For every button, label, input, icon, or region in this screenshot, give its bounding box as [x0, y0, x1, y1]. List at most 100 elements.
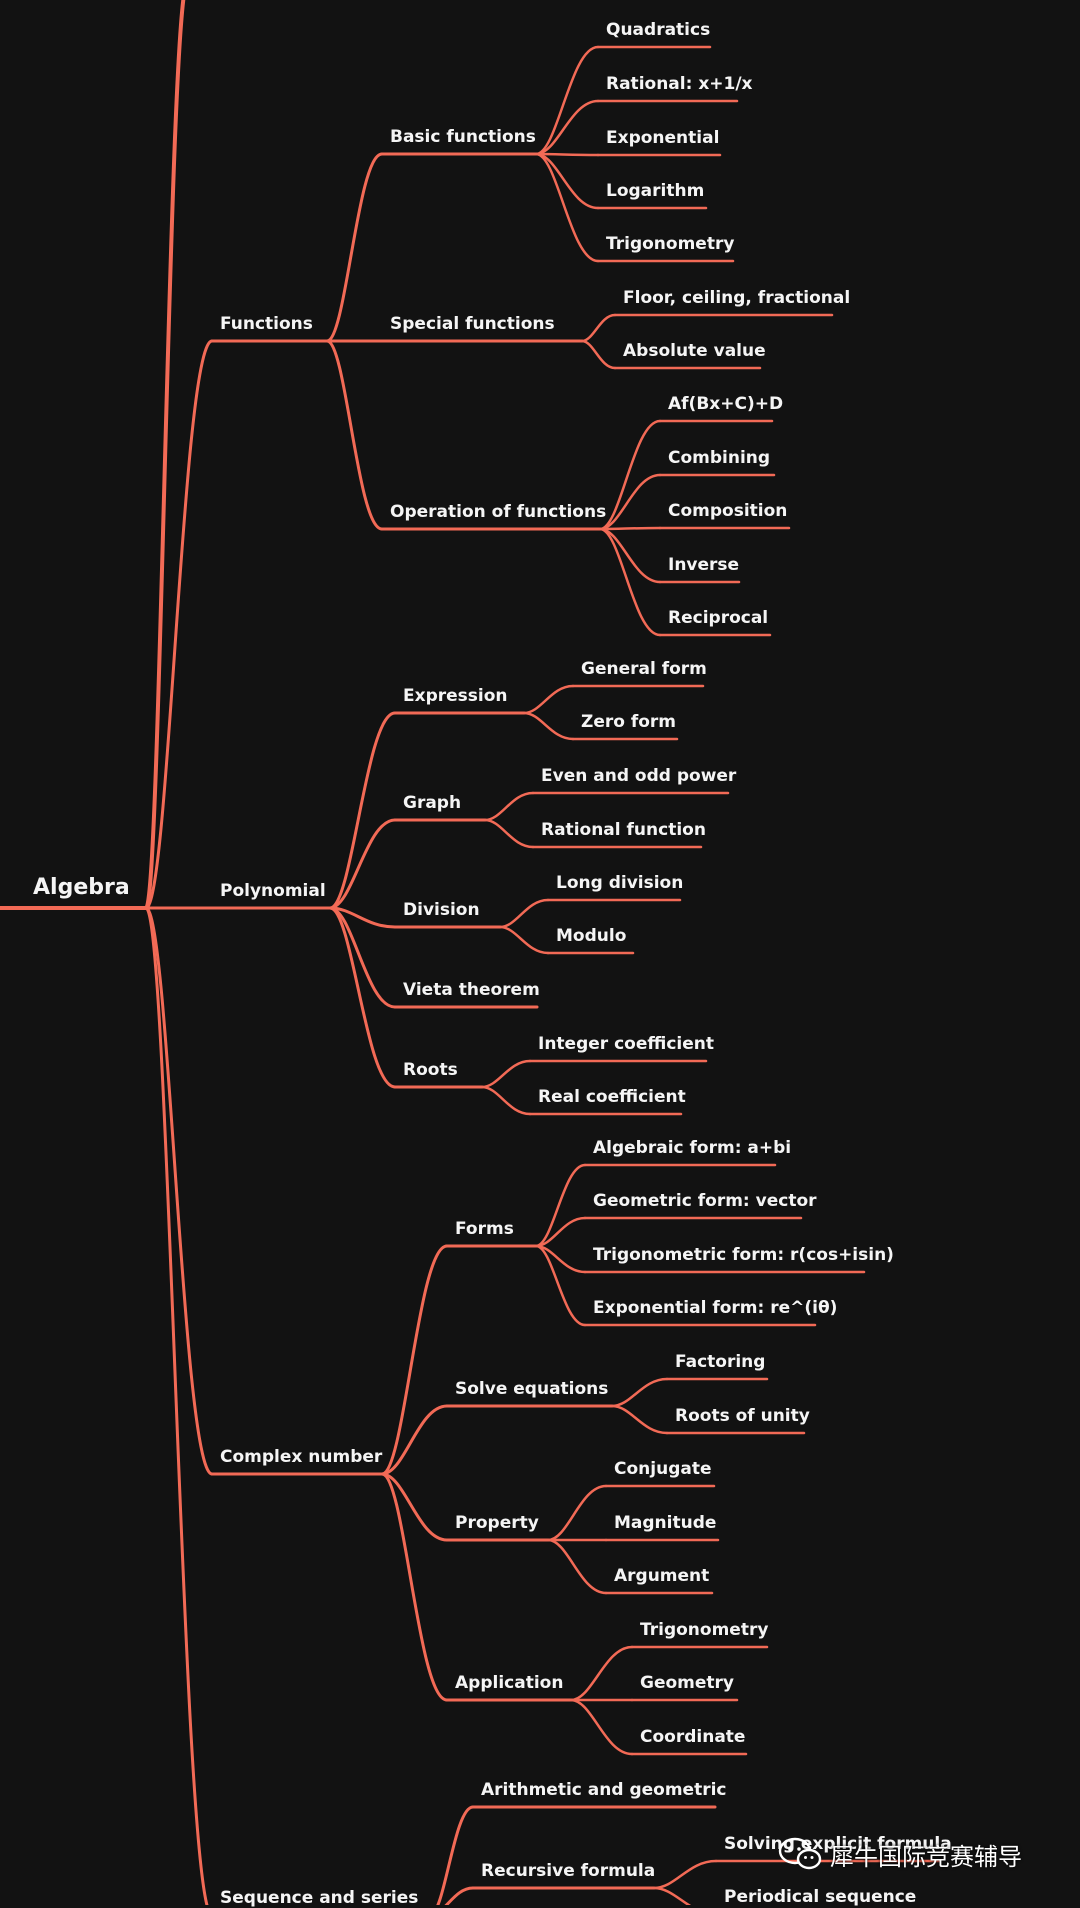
- node-label[interactable]: Coordinate: [640, 1727, 746, 1747]
- node-label[interactable]: Forms: [455, 1219, 514, 1239]
- branch-connector: [328, 711, 397, 910]
- branch-connector: [480, 1085, 532, 1116]
- node-label[interactable]: Long division: [556, 873, 684, 893]
- node-label[interactable]: Magnitude: [614, 1513, 717, 1533]
- branch-connector: [380, 1472, 449, 1702]
- node-label[interactable]: General form: [581, 659, 707, 679]
- node-label[interactable]: Application: [455, 1673, 564, 1693]
- node-label[interactable]: Roots of unity: [675, 1406, 810, 1426]
- branch-connector: [144, 339, 214, 910]
- branch-connector: [328, 906, 397, 929]
- branch-connector: [328, 818, 397, 910]
- node-label[interactable]: Geometric form: vector: [593, 1191, 817, 1211]
- branch-connector: [144, 0, 186, 910]
- node-label[interactable]: Rational: x+1/x: [606, 74, 753, 94]
- branch-connector: [480, 1059, 532, 1089]
- branch-connector: [144, 906, 209, 1905]
- branch-connector: [328, 906, 397, 1089]
- branch-connector: [325, 152, 384, 343]
- node-label[interactable]: Inverse: [668, 555, 740, 575]
- node-label[interactable]: Composition: [668, 501, 788, 521]
- node-label[interactable]: Operation of functions: [390, 502, 607, 522]
- branch-connector: [598, 527, 662, 637]
- node-label[interactable]: Zero form: [581, 712, 677, 732]
- branch-connector: [652, 1886, 692, 1905]
- branch-connector: [610, 1404, 669, 1435]
- node-label[interactable]: Trigonometric form: r(cos+isin): [593, 1245, 894, 1265]
- branch-connector: [580, 339, 617, 370]
- node-label[interactable]: Property: [455, 1513, 539, 1533]
- node-label[interactable]: Floor, ceiling, fractional: [623, 288, 851, 308]
- node-label[interactable]: Logarithm: [606, 181, 705, 201]
- branch-connector: [569, 1698, 634, 1756]
- branch-connector: [483, 818, 535, 849]
- node-label[interactable]: Absolute value: [623, 341, 766, 361]
- node-label[interactable]: Functions: [220, 314, 313, 334]
- branch-connector: [522, 711, 575, 741]
- branch-connector: [436, 1805, 475, 1905]
- branch-connector: [534, 1216, 587, 1248]
- node-label[interactable]: Factoring: [675, 1352, 766, 1372]
- root-node-label[interactable]: Algebra: [33, 875, 130, 900]
- node-label[interactable]: Solve equations: [455, 1379, 609, 1399]
- node-label[interactable]: Division: [403, 900, 480, 920]
- branch-connector: [569, 1645, 634, 1702]
- node-label[interactable]: Graph: [403, 793, 462, 813]
- node-label[interactable]: Reciprocal: [668, 608, 769, 628]
- node-label[interactable]: Exponential form: re^(iθ): [593, 1298, 838, 1318]
- node-label[interactable]: Rational function: [541, 820, 706, 840]
- branch-connector: [380, 1472, 449, 1542]
- node-label[interactable]: Quadratics: [606, 20, 711, 40]
- watermark-text: 犀牛国际竞赛辅导: [830, 1842, 1022, 1871]
- branch-connector: [546, 1484, 608, 1542]
- branch-connector: [498, 925, 550, 955]
- branch-connector: [534, 152, 600, 263]
- branch-connector: [534, 45, 600, 156]
- node-label[interactable]: Periodical sequence: [724, 1887, 917, 1907]
- branch-connector: [144, 906, 214, 1476]
- node-label[interactable]: Basic functions: [390, 127, 536, 147]
- branch-connector: [498, 898, 550, 929]
- branch-connector: [534, 1163, 587, 1248]
- watermark: 犀牛国际竞赛辅导: [778, 1836, 1022, 1872]
- branch-connector: [652, 1859, 718, 1890]
- node-label[interactable]: Modulo: [556, 926, 627, 946]
- branch-connector: [610, 1377, 669, 1408]
- branch-connector: [444, 1886, 475, 1905]
- node-label[interactable]: Algebraic form: a+bi: [593, 1138, 792, 1158]
- branch-connector: [598, 419, 662, 531]
- node-label[interactable]: Recursive formula: [481, 1861, 656, 1881]
- branch-connector: [325, 339, 384, 531]
- node-label[interactable]: Special functions: [390, 314, 555, 334]
- branch-connector: [534, 1244, 587, 1327]
- node-label[interactable]: Af(Bx+C)+D: [668, 394, 784, 414]
- node-label[interactable]: Conjugate: [614, 1459, 712, 1479]
- node-label[interactable]: Sequence and series: [220, 1888, 419, 1908]
- branch-connector: [380, 1244, 449, 1476]
- node-label[interactable]: Real coefficient: [538, 1087, 686, 1107]
- node-label[interactable]: Integer coefficient: [538, 1034, 714, 1054]
- wechat-logo-icon: [778, 1837, 822, 1870]
- branch-connector: [522, 684, 575, 715]
- branch-connector: [483, 791, 535, 822]
- node-label[interactable]: Arithmetic and geometric: [481, 1780, 727, 1800]
- node-label[interactable]: Even and odd power: [541, 766, 737, 786]
- node-label[interactable]: Trigonometry: [640, 1620, 769, 1640]
- node-label[interactable]: Trigonometry: [606, 234, 735, 254]
- node-label[interactable]: Expression: [403, 686, 508, 706]
- node-label[interactable]: Exponential: [606, 128, 720, 148]
- branch-connector: [598, 473, 662, 531]
- node-label[interactable]: Argument: [614, 1566, 710, 1586]
- node-label[interactable]: Complex number: [220, 1447, 383, 1467]
- branch-connector: [534, 99, 600, 156]
- node-label[interactable]: Geometry: [640, 1673, 734, 1693]
- node-label[interactable]: Vieta theorem: [403, 980, 540, 1000]
- branch-connector: [380, 1404, 449, 1476]
- branch-connector: [546, 1538, 608, 1595]
- node-label[interactable]: Polynomial: [220, 881, 326, 901]
- node-label[interactable]: Roots: [403, 1060, 458, 1080]
- node-label[interactable]: Combining: [668, 448, 771, 468]
